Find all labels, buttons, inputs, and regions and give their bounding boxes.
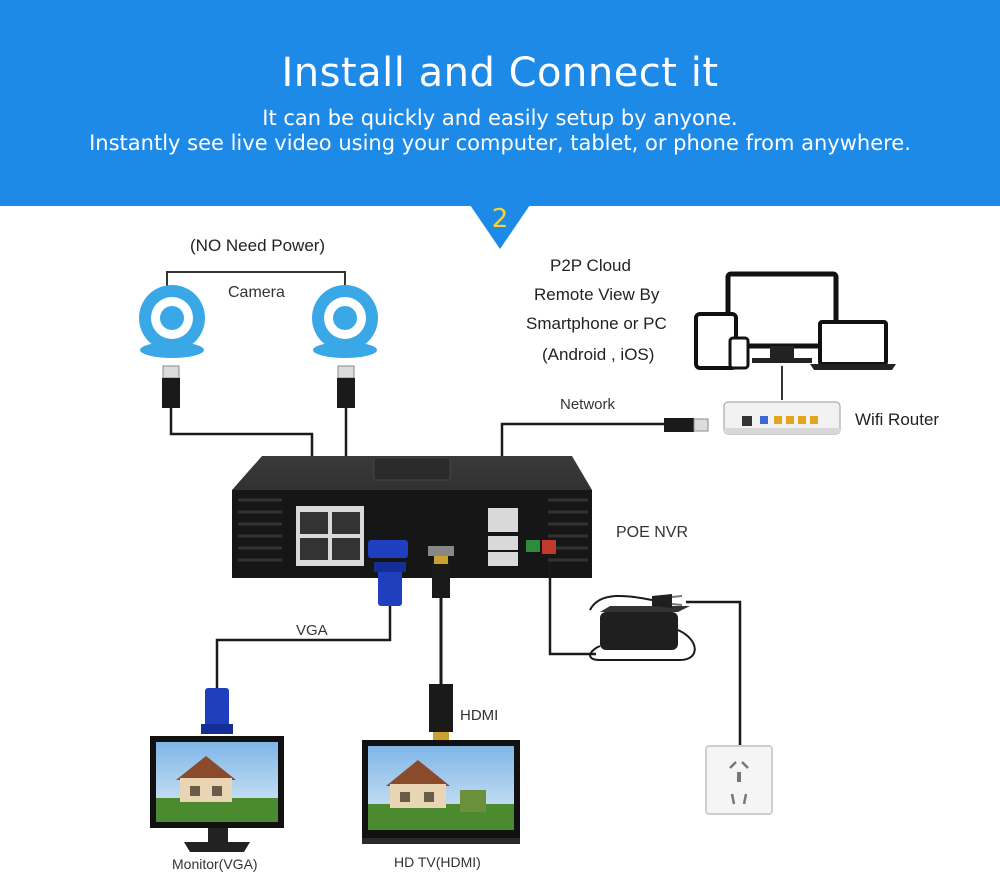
desktop-icon xyxy=(725,271,839,363)
header-banner xyxy=(0,0,1000,206)
camera-icon xyxy=(139,285,205,358)
poe-nvr-label: POE NVR xyxy=(616,524,689,541)
no-power-label: (NO Need Power) xyxy=(190,236,326,255)
monitor-icon xyxy=(150,736,284,852)
page-title: Install and Connect it xyxy=(281,50,719,96)
p2p-label-line-3: Smartphone or PC xyxy=(526,314,667,333)
hdmi-plug-icon xyxy=(429,684,453,742)
router-icon xyxy=(723,401,841,435)
hdtv-label: HD TV(HDMI) xyxy=(394,854,481,870)
camera-label: Camera xyxy=(228,284,285,301)
subtitle-line-1: It can be quickly and easily setup by an… xyxy=(262,106,738,130)
rj45-plug-icon xyxy=(162,365,180,408)
tv-icon xyxy=(362,740,520,844)
vga-plug-icon xyxy=(374,562,406,606)
rj45-plug-icon xyxy=(664,418,709,432)
p2p-label-line-4: (Android , iOS) xyxy=(542,345,655,364)
vga-plug-icon xyxy=(201,688,233,734)
step-number: 2 xyxy=(491,204,509,234)
laptop-icon xyxy=(810,320,896,370)
p2p-label-line-1: P2P Cloud xyxy=(550,256,631,275)
subtitle-line-2: Instantly see live video using your comp… xyxy=(89,131,911,155)
camera-icon xyxy=(312,285,378,358)
vga-label: VGA xyxy=(296,622,328,639)
step-marker-icon xyxy=(470,205,530,249)
nvr-device-icon xyxy=(232,456,592,578)
wifi-router-label: Wifi Router xyxy=(855,410,940,429)
network-label: Network xyxy=(560,396,616,413)
hdmi-plug-icon xyxy=(432,556,450,598)
hdmi-label: HDMI xyxy=(460,707,499,724)
p2p-label-line-2: Remote View By xyxy=(534,285,660,304)
wall-socket-icon xyxy=(705,745,773,815)
phone-icon xyxy=(728,336,750,370)
monitor-label: Monitor(VGA) xyxy=(172,856,258,872)
rj45-plug-icon xyxy=(337,365,355,408)
power-adapter-icon xyxy=(589,594,696,661)
